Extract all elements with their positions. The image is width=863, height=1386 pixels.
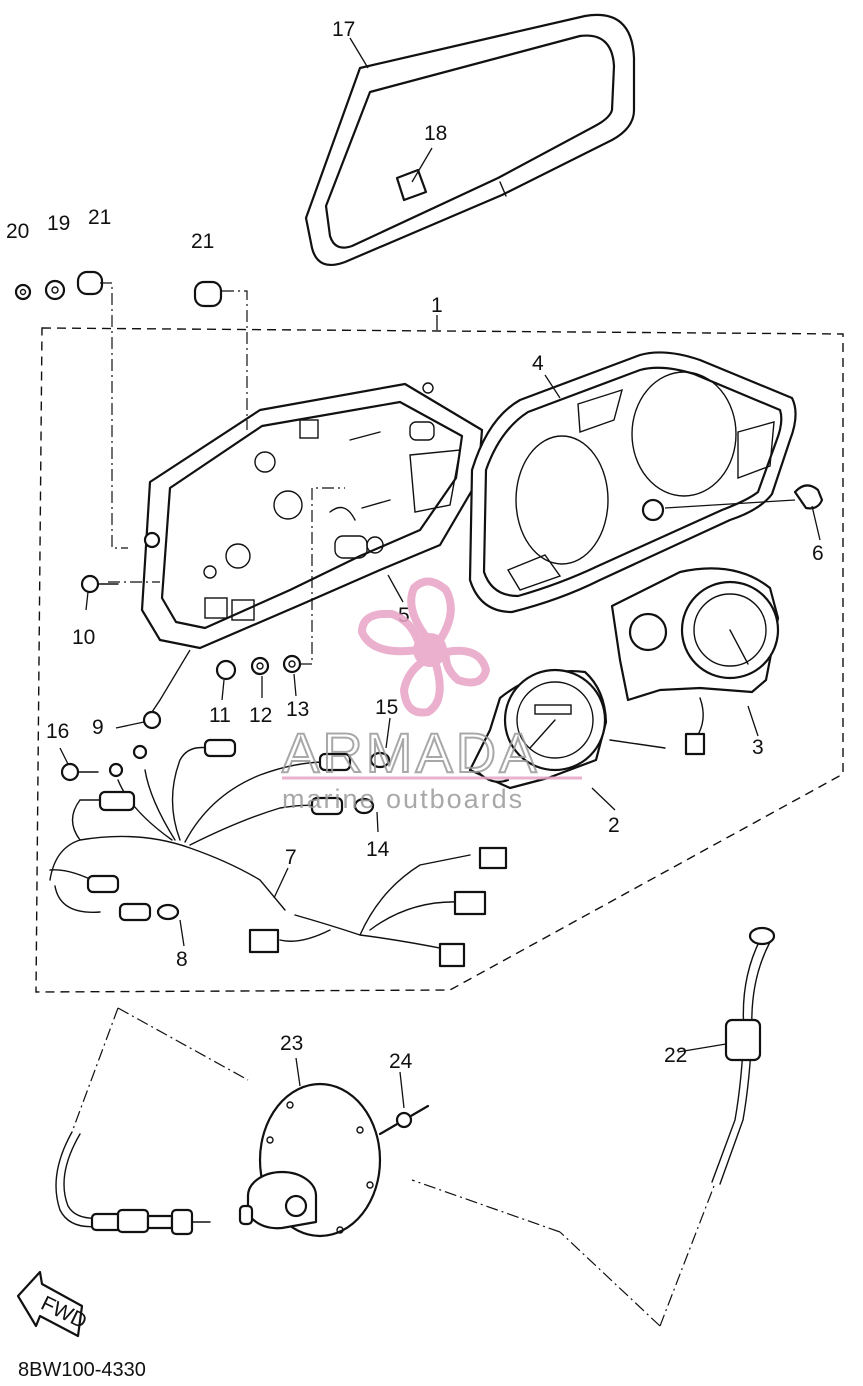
part-13-nut[interactable] [282, 654, 302, 674]
callout-15: 15 [375, 696, 398, 719]
callout-17: 17 [332, 18, 355, 41]
callout-23: 23 [280, 1032, 303, 1055]
watermark-brand: ARMADA [282, 721, 540, 784]
callout-12: 12 [249, 704, 272, 727]
callout-18: 18 [424, 122, 447, 145]
part-14-bulb[interactable] [353, 797, 375, 815]
callout-16: 16 [46, 720, 69, 743]
callout-8: 8 [176, 948, 188, 971]
callout-2: 2 [608, 814, 620, 837]
callout-11: 11 [209, 704, 231, 727]
callout-4: 4 [532, 352, 544, 375]
part-18-clip[interactable] [395, 168, 428, 202]
fwd-direction-arrow: FWD [16, 1270, 90, 1338]
callout-20: 20 [6, 220, 29, 243]
harness-connector-c [453, 890, 487, 916]
part-16-screw[interactable] [60, 762, 99, 782]
callout-19: 19 [47, 212, 70, 235]
callout-7: 7 [285, 846, 297, 869]
speedometer-drive-cable [55, 1131, 211, 1236]
part-10-screw[interactable] [80, 574, 119, 594]
part-6-grommet[interactable] [641, 484, 824, 522]
callout-21-right: 21 [191, 230, 214, 253]
harness-connector-d [438, 942, 466, 968]
part-2-speedometer[interactable] [468, 668, 666, 790]
diagram-part-code: 8BW100-4330 [18, 1359, 146, 1381]
callout-6: 6 [812, 542, 824, 565]
callout-10: 10 [72, 626, 95, 649]
part-24-pin[interactable] [378, 1104, 430, 1136]
harness-connector-b [478, 846, 508, 870]
part-12-washer[interactable] [250, 656, 270, 676]
callout-14: 14 [366, 838, 390, 861]
part-23-meter-gear-unit[interactable] [238, 1082, 382, 1238]
callout-22: 22 [664, 1044, 687, 1067]
callout-5: 5 [398, 604, 410, 627]
harness-connector-a [248, 928, 280, 954]
armada-watermark: ARMADA marine outboards [281, 577, 582, 814]
assembly-1-boundary [35, 327, 844, 993]
callout-21-left: 21 [88, 206, 111, 229]
part-9-screw[interactable] [142, 699, 162, 730]
part-21-grommet-left[interactable] [76, 270, 104, 296]
part-19-washer[interactable] [44, 279, 66, 301]
propeller-logo-icon [358, 577, 490, 717]
callout-13: 13 [286, 698, 309, 721]
case-mount-screw [143, 531, 161, 549]
leader-lines [59, 37, 821, 1327]
part-11-nut[interactable] [215, 659, 237, 681]
callout-1: 1 [431, 294, 443, 317]
callout-3: 3 [752, 736, 764, 759]
part-15-bulb[interactable] [369, 751, 391, 769]
part-22-meter-cable[interactable] [711, 926, 776, 1185]
callout-24: 24 [389, 1050, 413, 1073]
part-20-nut[interactable] [14, 283, 32, 301]
part-17-cover-frame[interactable] [304, 13, 636, 266]
callout-9: 9 [92, 716, 104, 739]
part-3-tachometer[interactable] [610, 567, 780, 756]
callout-labels: 17 18 20 19 21 21 1 4 6 5 10 3 9 11 12 1… [6, 18, 824, 1073]
part-4-meter-panel[interactable] [468, 351, 797, 614]
part-7-wire-harness[interactable] [49, 738, 508, 968]
part-21-grommet-right[interactable] [193, 280, 223, 308]
watermark-tagline: marine outboards [282, 784, 524, 814]
part-8-bulb[interactable] [156, 903, 180, 921]
